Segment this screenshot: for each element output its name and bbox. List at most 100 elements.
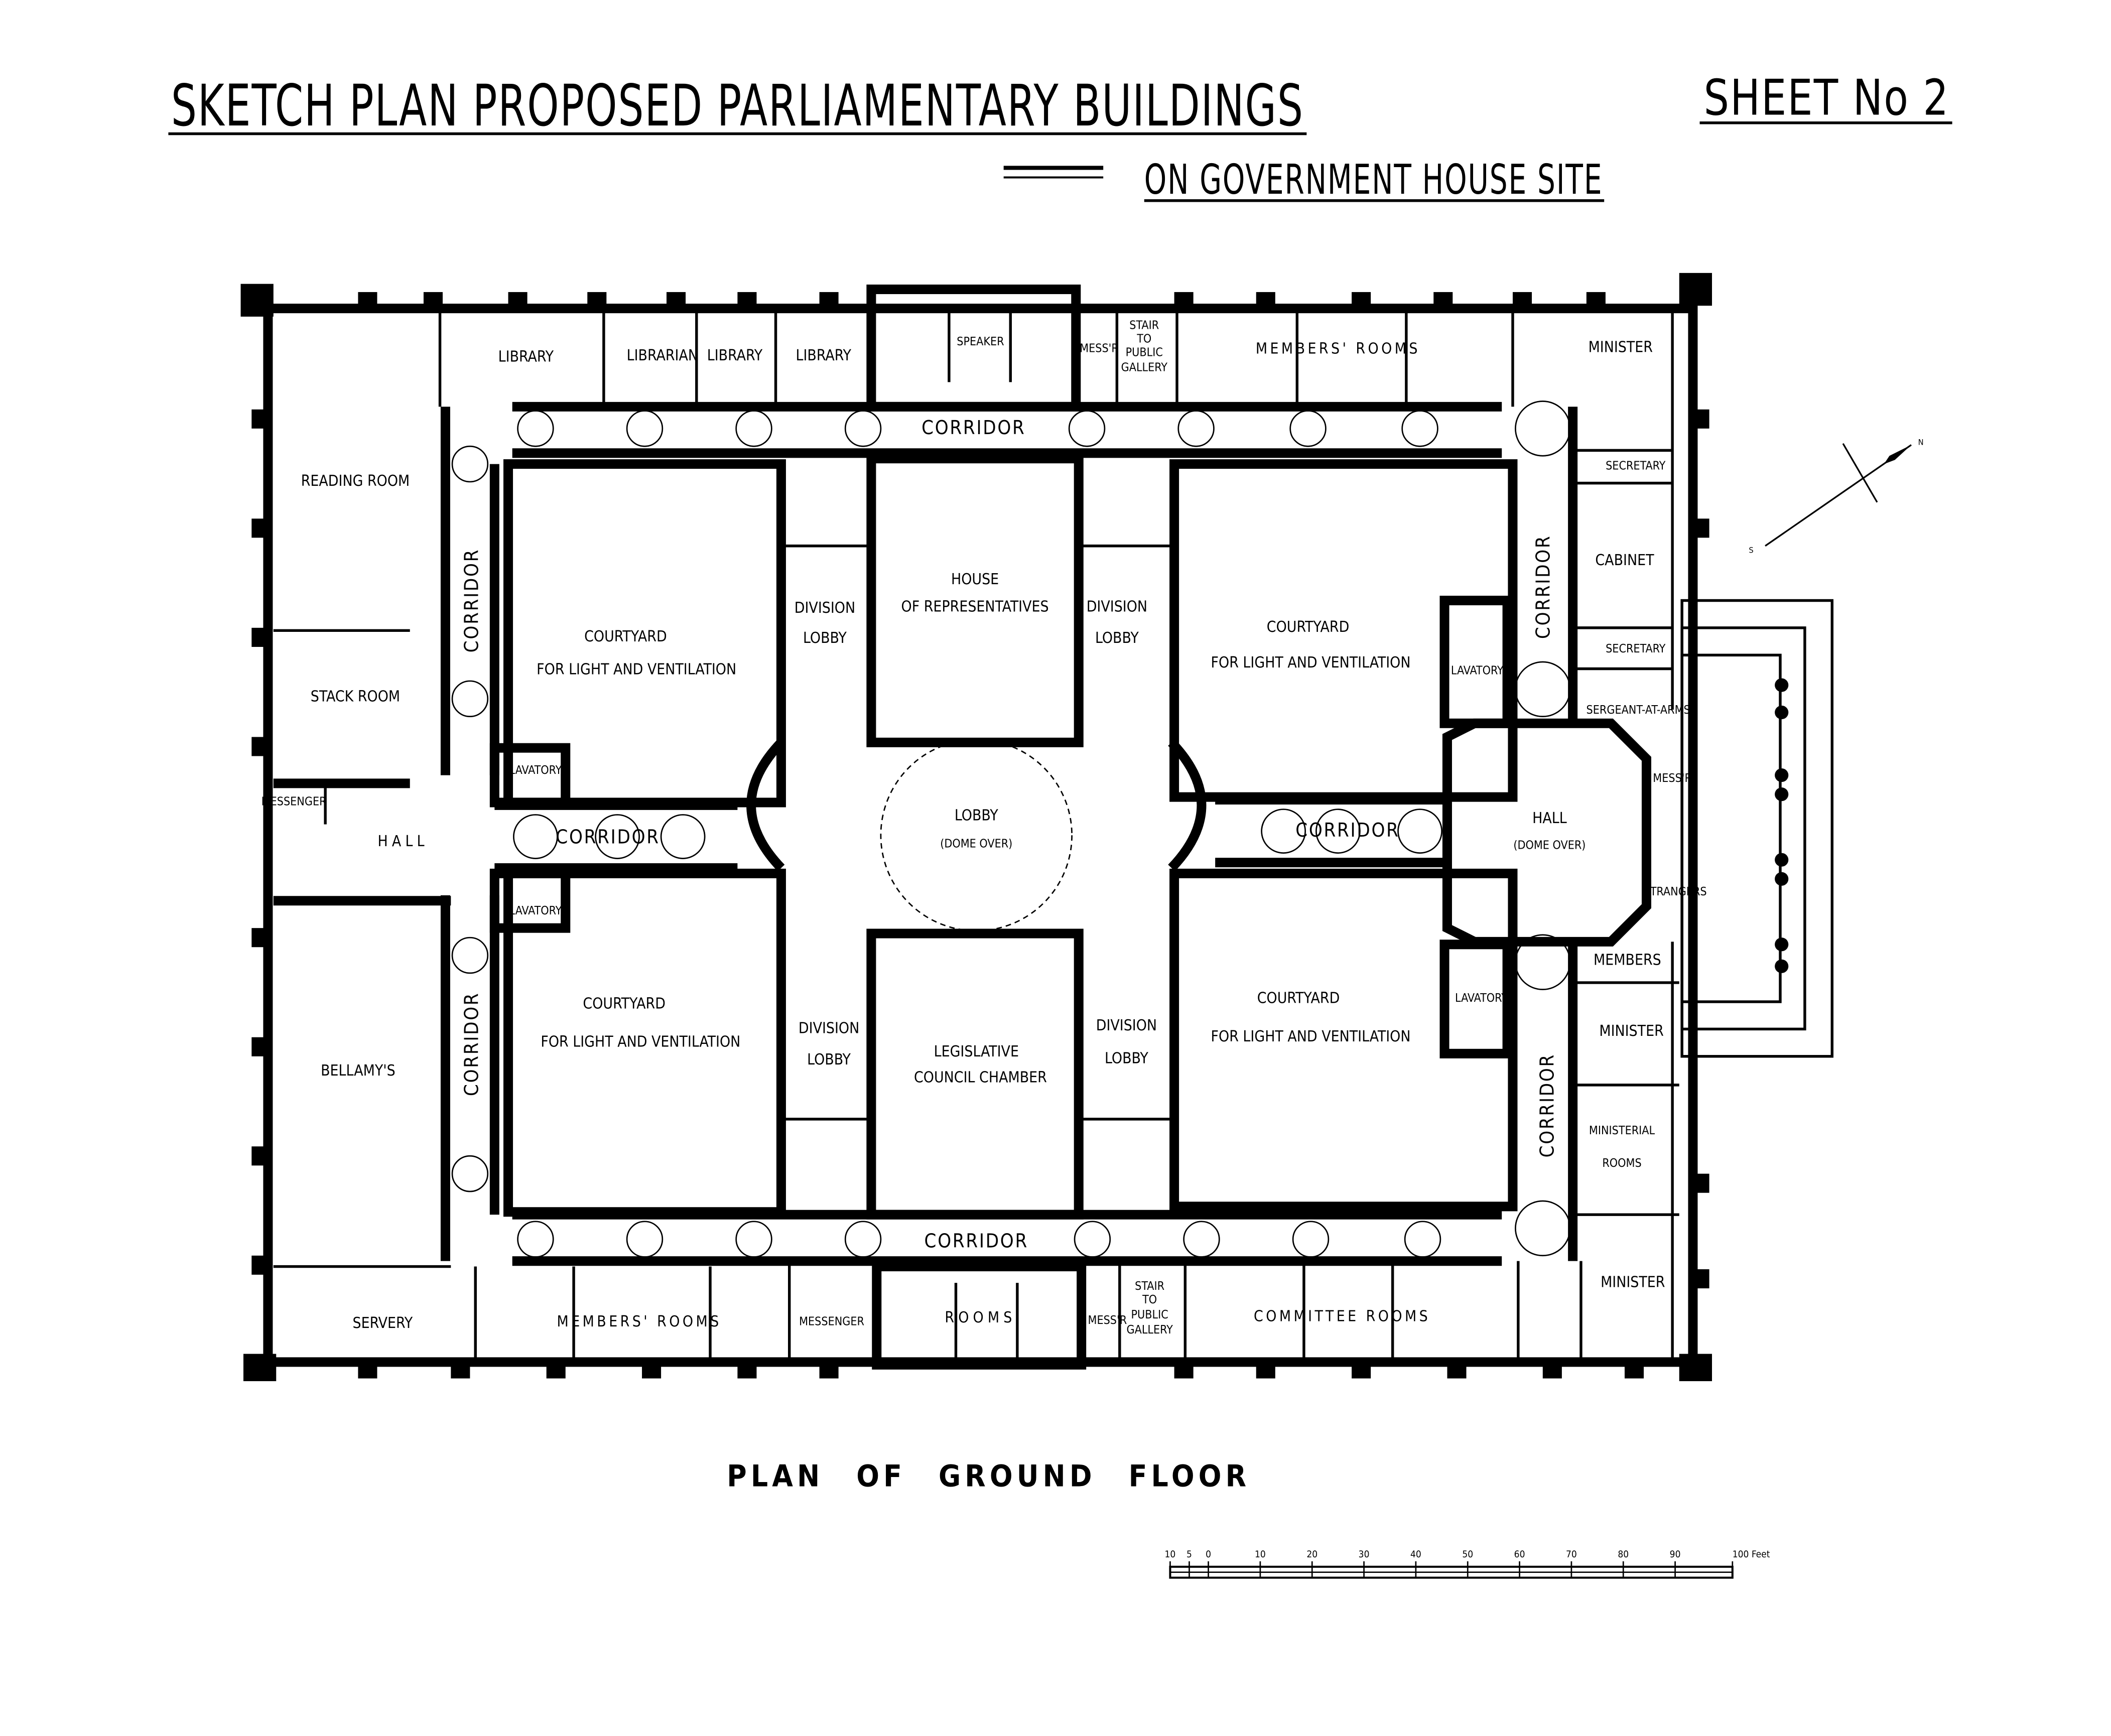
corridor-label: CORRIDOR: [461, 992, 483, 1096]
room-label-messenger: MESSENGER: [261, 795, 327, 808]
compass-south: S: [1749, 545, 1753, 555]
room-label-stair: GALLERY: [1121, 361, 1168, 374]
compass-north: N: [1918, 438, 1924, 447]
scale-tick-label: 30: [1359, 1549, 1370, 1560]
room-label-messenger: MESS'R: [1088, 1314, 1127, 1327]
room-label-ministerial-rooms: MINISTERIAL: [1589, 1124, 1655, 1137]
room-label-house-of-representatives: HOUSE: [951, 571, 999, 588]
room-label-stair: TO: [1136, 333, 1151, 346]
room-label-strangers: STRANGERS: [1644, 885, 1707, 898]
scale-tick-label: 70: [1566, 1549, 1577, 1560]
courtyard-label: COURTYARD: [584, 628, 667, 645]
scale-tick-label: 60: [1514, 1549, 1525, 1560]
scale-tick-label: 40: [1410, 1549, 1421, 1560]
east-portico: [1680, 599, 1834, 1058]
room-label-cabinet: CABINET: [1595, 552, 1654, 569]
scale-tick-label: 50: [1462, 1549, 1473, 1560]
corridor-columns: [451, 400, 1571, 1258]
room-label-ministerial-rooms: ROOMS: [1602, 1157, 1641, 1170]
room-label-legislative-council: COUNCIL CHAMBER: [914, 1069, 1047, 1086]
room-label-hall: (DOME OVER): [1513, 839, 1586, 852]
room-label-minister: MINISTER: [1599, 1022, 1663, 1040]
room-label-stair: STAIR: [1135, 1280, 1164, 1293]
room-label-lobby: LOBBY: [955, 807, 998, 824]
north-arrow-icon: N S: [1749, 438, 1923, 555]
room-label-lobby: (DOME OVER): [940, 838, 1012, 851]
room-label-committee-rooms: COMMITTEE ROOMS: [1254, 1307, 1430, 1325]
room-label-minister: MINISTER: [1589, 339, 1653, 356]
room-label-division-lobby: DIVISION: [795, 599, 855, 617]
room-label-stair: PUBLIC: [1131, 1308, 1168, 1321]
room-label-speaker: SPEAKER: [957, 335, 1004, 348]
room-label-stair: STAIR: [1129, 319, 1159, 332]
plan-title: PLAN OF GROUND FLOOR: [727, 1458, 1250, 1494]
room-label-lavatory: LAVATORY: [1455, 992, 1508, 1005]
corridor-label: CORRIDOR: [461, 549, 483, 652]
scale-tick-label: 100 Feet: [1733, 1549, 1770, 1560]
room-labels: LIBRARY LIBRARIAN LIBRARY LIBRARY SPEAKE…: [261, 319, 1707, 1336]
room-label-stair: PUBLIC: [1126, 346, 1163, 359]
courtyard-label: FOR LIGHT AND VENTILATION: [1211, 1028, 1411, 1045]
scale-tick-label: 0: [1206, 1549, 1211, 1560]
room-label-division-lobby: LOBBY: [807, 1051, 851, 1069]
room-label-division-lobby: DIVISION: [1087, 598, 1147, 615]
room-label-messenger: MESS'R: [1080, 342, 1119, 355]
room-label-bellamys: BELLAMY'S: [321, 1062, 395, 1080]
room-label-stair: GALLERY: [1126, 1323, 1173, 1337]
courtyard-label: COURTYARD: [1267, 618, 1350, 636]
corridor-label: CORRIDOR: [1536, 1053, 1558, 1157]
room-label-legislative-council: LEGISLATIVE: [934, 1043, 1019, 1060]
room-label-lavatory: LAVATORY: [1451, 664, 1504, 677]
courtyard-label: FOR LIGHT AND VENTILATION: [541, 1033, 740, 1051]
sheet-number: SHEET No 2: [1704, 69, 1949, 126]
scale-tick-label: 90: [1670, 1549, 1681, 1560]
room-label-messenger: MESS'R: [1653, 772, 1692, 785]
courtyard-label: COURTYARD: [1257, 990, 1340, 1007]
room-label-hall: HALL: [1532, 810, 1567, 827]
room-label-stack-room: STACK ROOM: [311, 688, 400, 706]
room-label-librarian: LIBRARIAN: [627, 347, 698, 364]
courtyard-label: FOR LIGHT AND VENTILATION: [537, 660, 736, 678]
room-label-members-rooms: MEMBERS' ROOMS: [1256, 340, 1420, 357]
corridor-label: CORRIDOR: [1532, 535, 1554, 639]
building-walls: [240, 273, 1834, 1381]
room-label-rooms: ROOMS: [945, 1309, 1016, 1326]
room-label-house-of-representatives: OF REPRESENTATIVES: [901, 598, 1049, 615]
room-label-lavatory: LAVATORY: [509, 904, 562, 917]
room-label-reading-room: READING ROOM: [301, 472, 410, 490]
sheet-title: SKETCH PLAN PROPOSED PARLIAMENTARY BUILD…: [171, 72, 1304, 139]
courtyard-label: FOR LIGHT AND VENTILATION: [1211, 654, 1411, 672]
room-label-division-lobby: LOBBY: [1105, 1049, 1148, 1067]
room-label-members-rooms: MEMBERS' ROOMS: [557, 1313, 722, 1330]
scale-tick-label: 80: [1618, 1549, 1629, 1560]
room-label-members: MEMBERS: [1594, 952, 1661, 969]
room-label-lavatory: LAVATORY: [509, 764, 562, 777]
corridor-label: CORRIDOR: [921, 417, 1025, 439]
room-label-minister: MINISTER: [1601, 1273, 1665, 1291]
room-label-division-lobby: DIVISION: [1096, 1017, 1157, 1034]
scale-tick-label: 10: [1255, 1549, 1266, 1560]
room-label-stair: TO: [1142, 1293, 1157, 1306]
room-label-library: LIBRARY: [707, 347, 763, 364]
scale-tick-label: 10: [1165, 1549, 1176, 1560]
corridor-label: CORRIDOR: [556, 826, 659, 848]
scale-tick-label: 5: [1186, 1549, 1192, 1560]
room-label-messenger: MESSENGER: [799, 1315, 864, 1328]
scale-tick-label: 20: [1306, 1549, 1317, 1560]
room-label-secretary: SECRETARY: [1606, 459, 1666, 472]
sheet-header: SKETCH PLAN PROPOSED PARLIAMENTARY BUILD…: [168, 69, 1952, 204]
room-label-library: LIBRARY: [498, 348, 554, 366]
room-label-hall: HALL: [378, 833, 429, 850]
room-label-division-lobby: DIVISION: [799, 1020, 859, 1037]
room-label-division-lobby: LOBBY: [1095, 629, 1139, 647]
corridor-label: CORRIDOR: [925, 1230, 1028, 1252]
room-label-library: LIBRARY: [796, 347, 851, 364]
courtyard-label: COURTYARD: [583, 995, 666, 1013]
room-label-secretary: SECRETARY: [1606, 642, 1666, 655]
corridor-label: CORRIDOR: [1295, 819, 1399, 841]
room-label-sergeant-at-arms: SERGEANT-AT-ARMS: [1587, 704, 1690, 717]
room-label-division-lobby: LOBBY: [803, 629, 847, 647]
room-label-servery: SERVERY: [352, 1314, 413, 1332]
